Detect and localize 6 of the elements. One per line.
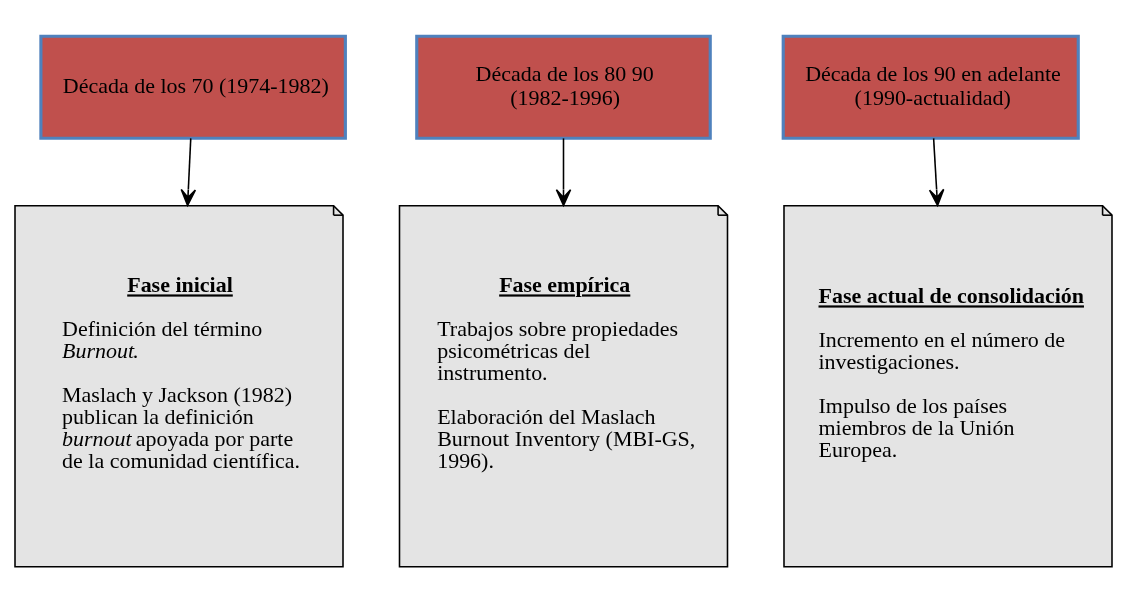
arrow <box>928 137 945 207</box>
arrow <box>555 137 572 207</box>
arrow <box>180 137 197 207</box>
node-box: Década de los 70 (1974-1982) <box>39 34 347 140</box>
node-box: Década de los 90 en adelante (1990-actualidad) <box>781 34 1080 140</box>
node-box: Década de los 80 90 (1982-1996) <box>415 34 712 140</box>
